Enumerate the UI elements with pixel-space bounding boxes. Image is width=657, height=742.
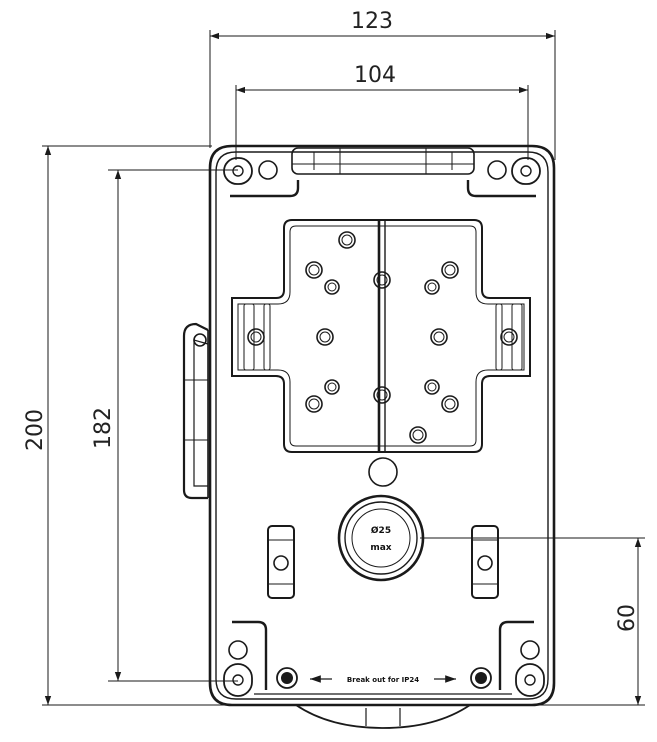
center-hole (368, 457, 398, 487)
lower-slot-left (267, 525, 295, 599)
dimension-label-182: 182 (91, 407, 116, 449)
breakout-annotation: Break out for IP24 (310, 675, 456, 684)
dimension-hole-width: 104 (235, 63, 529, 160)
top-latch (291, 147, 475, 175)
breakout-plug-right (470, 667, 492, 689)
screw-hole (500, 328, 518, 346)
screw-hole (305, 261, 323, 279)
bracket-bottom-right (498, 620, 534, 690)
dimension-label-60: 60 (615, 604, 640, 632)
screw-hole (424, 279, 440, 295)
mounting-hole-top-right (466, 157, 541, 198)
knockout-max-label: max (370, 543, 391, 553)
screw-hole (424, 379, 440, 395)
dimension-label-123: 123 (351, 9, 393, 34)
mounting-plate (231, 219, 531, 453)
screw-hole (441, 395, 459, 413)
screw-hole (441, 261, 459, 279)
breakout-plug-left (276, 667, 298, 689)
screw-hole (373, 386, 391, 404)
dimension-knockout-offset: 60 (420, 537, 645, 706)
mounting-hole-bottom-right (515, 640, 545, 697)
bottom-foot (295, 704, 471, 729)
lower-slot-right (471, 525, 499, 599)
screw-hole (305, 395, 323, 413)
screw-hole (373, 271, 391, 289)
hinge-tab-left (182, 322, 209, 500)
dimension-label-104: 104 (354, 63, 396, 88)
mounting-hole-top-left (223, 157, 300, 198)
screw-hole (338, 231, 356, 249)
knockout-size-label: Ø25 (371, 525, 391, 536)
enclosure-body: Ø25 max (208, 144, 556, 707)
breakout-text: Break out for IP24 (347, 676, 419, 684)
screw-hole (324, 379, 340, 395)
mounting-hole-bottom-left (223, 640, 253, 697)
cable-knockout: Ø25 max (337, 494, 425, 582)
screw-hole (247, 328, 265, 346)
screw-hole (324, 279, 340, 295)
screw-hole (409, 426, 427, 444)
screw-hole (316, 328, 334, 346)
dimension-label-200: 200 (23, 409, 48, 451)
plate-screw-holes (247, 231, 518, 444)
screw-hole (430, 328, 448, 346)
dimension-hole-height: 182 (91, 169, 238, 682)
dimension-overall-width: 123 (209, 9, 556, 160)
bracket-bottom-left (232, 620, 268, 690)
